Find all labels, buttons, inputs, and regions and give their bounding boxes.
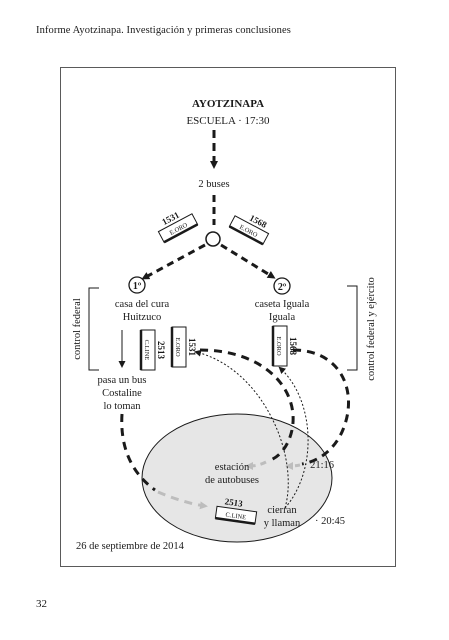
bus-brand-label: E.ORO xyxy=(275,336,282,356)
arrow-to-stop1 xyxy=(141,243,206,280)
bus-number-label: 1568 xyxy=(288,337,298,356)
stop2-badge-label: 2º xyxy=(278,282,287,293)
diagram-frame xyxy=(60,67,396,567)
stop1-place-line1: casa del cura xyxy=(115,299,170,310)
route-1568-arrow-end xyxy=(285,461,301,470)
bus-number-label: 2513 xyxy=(156,341,166,360)
federal-control-label-left: control federal xyxy=(72,298,83,360)
station-label-line1: estación xyxy=(215,462,250,473)
bus-number-label: 1531 xyxy=(187,338,197,357)
stop2-place-line1: caseta Iguala xyxy=(255,299,310,310)
event-date-label: 26 de septiembre de 2014 xyxy=(76,541,185,552)
page-number: 32 xyxy=(36,598,47,610)
call-arrow-to-stop1 xyxy=(194,349,289,509)
bus-2513-stop1: C.LINE 2513 xyxy=(139,329,166,371)
bus-1531-top: E.ORO 1531 xyxy=(157,209,199,244)
call-arrow-to-stop2 xyxy=(278,366,309,509)
origin-title: AYOTZINAPA xyxy=(192,98,264,110)
buses-count-label: 2 buses xyxy=(198,179,229,190)
page-header: Informe Ayotzinapa. Investigación y prim… xyxy=(36,25,291,36)
route-stop1-to-station xyxy=(120,413,156,492)
left-bracket xyxy=(88,287,99,371)
route-1531-loop xyxy=(199,348,295,463)
stop2-place-line2: Iguala xyxy=(269,312,296,323)
route-1568-to-station xyxy=(292,348,350,466)
junction-node xyxy=(205,231,221,247)
stop1-badge xyxy=(128,276,146,294)
route-to-station-bus xyxy=(157,490,208,510)
arrow-to-stop2 xyxy=(220,243,276,279)
right-bracket xyxy=(347,285,358,371)
federal-army-control-label-right: control federal y ejército xyxy=(366,277,377,381)
bus-brand-label: E.ORO xyxy=(174,337,181,357)
bus-brand-label: C.LINE xyxy=(143,340,150,361)
bus-brand-label: C.LINE xyxy=(225,512,247,522)
bus-1568-top: E.ORO 1568 xyxy=(228,213,270,246)
arrival-time-label: · 21:16 xyxy=(304,460,334,471)
transfer-note-line1: pasa un bus xyxy=(98,375,147,386)
station-label-line2: de autobuses xyxy=(205,475,259,486)
transfer-note-line2: Costaline xyxy=(102,388,142,399)
bus-1568-stop2: E.ORO 1568 xyxy=(271,325,298,367)
school-time-label: ESCUELA · 17:30 xyxy=(186,115,270,127)
stop2-badge xyxy=(273,277,291,295)
close-note-line2: y llaman xyxy=(264,518,301,529)
bus-number-label: 2513 xyxy=(224,496,244,508)
call-time-label: · 20:45 xyxy=(315,516,345,527)
bus-1531-stop1: E.ORO 1531 xyxy=(170,326,197,368)
stop1-badge-label: 1º xyxy=(133,281,142,292)
stop1-place-line2: Huitzuco xyxy=(123,312,162,323)
transfer-note-line3: lo toman xyxy=(103,401,141,412)
route-1531-to-station xyxy=(245,460,267,470)
close-note-line1: cierran xyxy=(267,505,297,516)
bus-2513-station: C.LINE 2513 xyxy=(214,496,258,525)
